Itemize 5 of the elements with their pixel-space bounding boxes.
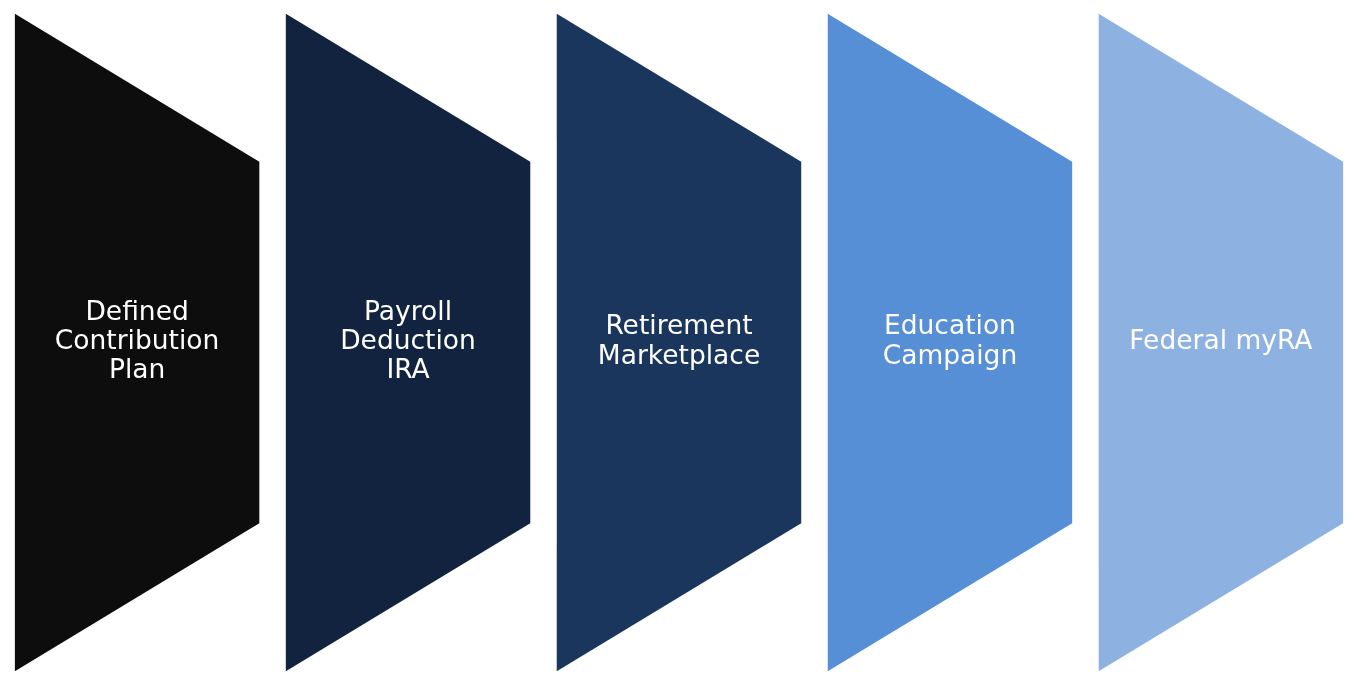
node-box: Retirement Marketplace (556, 13, 802, 672)
node-box: Federal myRA (1098, 13, 1344, 672)
node-box: Payroll Deduction IRA (285, 13, 531, 672)
node-box: Defined Contribution Plan (14, 13, 260, 672)
node-box: Education Campaign (827, 13, 1073, 672)
